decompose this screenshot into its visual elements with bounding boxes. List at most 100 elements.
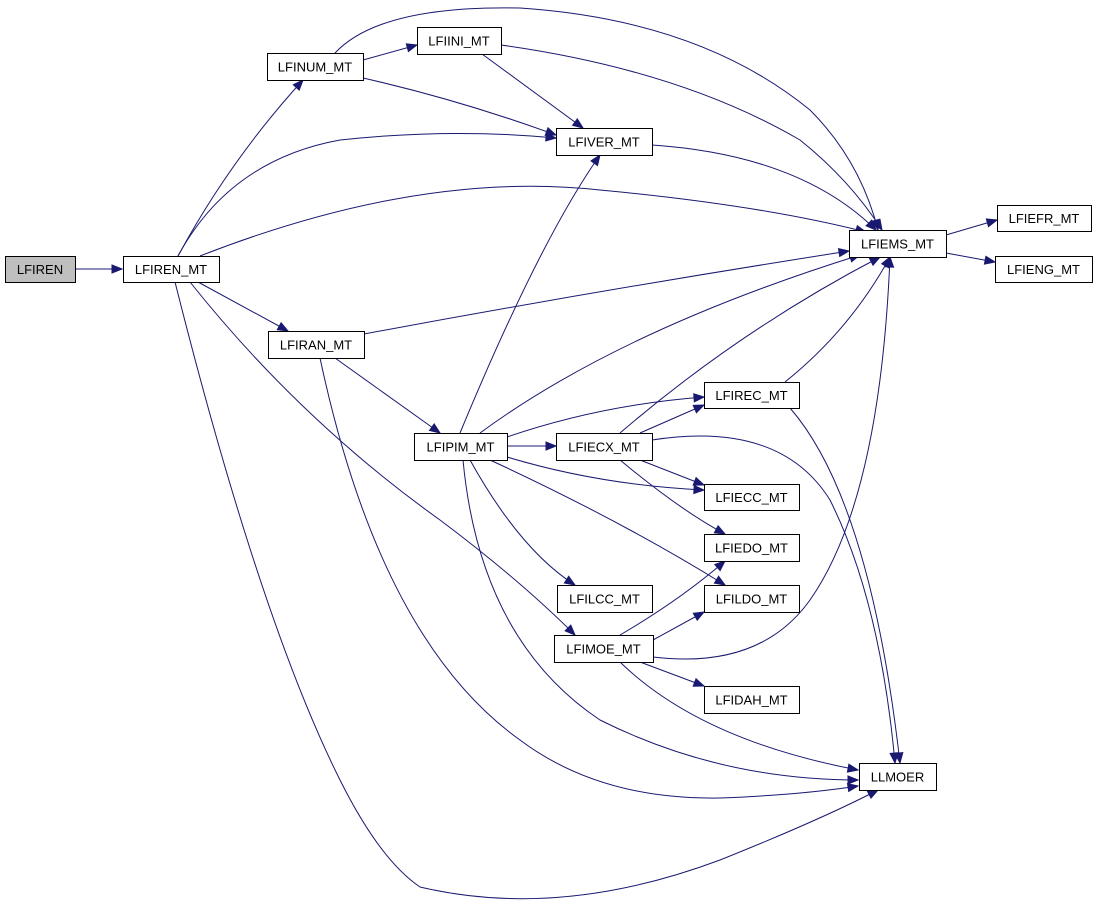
node-label: LFIENG_MT [1007,262,1080,277]
node-box[interactable] [556,128,653,156]
edge-lfiran_mt-to-lfipim_mt [334,357,442,434]
node-box[interactable] [704,686,800,714]
node-lfiren[interactable]: LFIREN [5,256,76,283]
edge-line [619,256,881,434]
edge-arrowhead [837,247,851,258]
edge-lfipim_mt-to-lfiecc_mt [506,456,706,495]
node-label: LFILDO_MT [716,592,788,607]
node-box[interactable] [414,433,508,461]
edge-arrowhead [872,218,883,232]
edge-arrowhead [405,43,419,53]
node-label: LFIMOE_MT [566,642,640,657]
edge-line [619,661,859,771]
node-box[interactable] [554,635,654,663]
node-lfirec-mt[interactable]: LFIREC_MT [704,382,800,409]
node-box[interactable] [849,230,947,258]
nodes-layer: LFIREN LFIREN_MT LFINUM_MT LFIINI_MT LFIVER_… [5,27,1093,791]
edge-lfiecx_mt-to-lfirec_mt [639,404,706,434]
edges-layer [75,7,999,900]
node-label: LFIINI_MT [428,34,489,49]
edge-lfirec_mt-to-lfiems_mt [784,255,891,383]
node-label: LFIEFR_MT [1009,211,1080,226]
edge-line [469,459,576,586]
edge-lfiren-to-lfiren_mt [75,264,124,274]
edge-arrowhead [866,789,880,799]
node-box[interactable] [997,205,1092,232]
node-box[interactable] [417,27,502,55]
node-lfieng-mt[interactable]: LFIENG_MT [995,256,1093,283]
node-lfiini-mt[interactable]: LFIINI_MT [417,27,502,55]
edge-line [784,256,891,383]
edge-arrowhead [571,118,585,129]
edge-lfimoe_mt-to-lfidah_mt [639,661,706,687]
edge-line [506,396,705,438]
node-lfiver-mt[interactable]: LFIVER_MT [556,128,653,156]
edge-arrowhead [713,524,727,535]
node-box[interactable] [995,256,1093,283]
edge-lfimoe_mt-to-lfiedo_mt [619,560,727,636]
edge-arrowhead [563,575,577,586]
edge-line [362,77,557,136]
edge-lfirec_mt-to-llmoer [789,407,904,765]
edge-lfipim_mt-to-lfiver_mt [459,153,601,434]
edge-line [652,256,891,660]
node-label: LFIECX_MT [568,440,640,455]
edge-arrowhead [692,476,706,486]
node-box[interactable] [267,53,364,81]
edge-arrowhead [590,153,601,167]
node-lfiedo-mt[interactable]: LFIEDO_MT [704,534,800,562]
node-box[interactable] [859,763,937,791]
edge-lfimoe_mt-to-llmoer [619,661,860,773]
node-box[interactable] [123,256,220,283]
node-box[interactable] [556,433,653,461]
edge-arrowhead [713,575,727,586]
edge-line [459,154,601,434]
node-label: LFIECC_MT [715,490,787,505]
edge-line [619,560,726,636]
edge-arrowhead [713,560,727,572]
node-lfidah-mt[interactable]: LFIDAH_MT [704,686,800,714]
edge-arrowhead [985,218,999,228]
edge-line [500,44,883,231]
edge-line [174,281,879,900]
node-lfinum-mt[interactable]: LFINUM_MT [267,53,364,81]
node-label: LFIEDO_MT [715,541,788,556]
edge-line [319,357,859,799]
node-box[interactable] [557,585,653,613]
node-lfiecx-mt[interactable]: LFIECX_MT [556,433,653,461]
node-lfiems-mt[interactable]: LFIEMS_MT [849,230,947,258]
node-box[interactable] [704,534,800,562]
edge-lfipim_mt-to-lfiems_mt [479,253,862,434]
node-lfildo-mt[interactable]: LFILDO_MT [704,585,800,613]
node-box[interactable] [268,331,365,359]
edge-lfipim_mt-to-lfildo_mt [489,459,727,586]
edge-arrowhead [846,782,860,793]
edge-lfiren_mt-to-lfiems_mt [199,185,868,257]
edge-arrowhead [865,219,877,231]
edge-arrowhead [564,624,576,636]
edge-lfiren_mt-to-lfiran_mt [197,281,290,332]
node-box[interactable] [704,585,800,613]
edge-line [462,459,859,781]
node-lfilcc-mt[interactable]: LFILCC_MT [557,585,653,613]
node-llmoer[interactable]: LLMOER [859,763,937,791]
edge-lfiini_mt-to-lfiver_mt [481,53,585,129]
node-lfiran-mt[interactable]: LFIRAN_MT [268,331,365,359]
edge-arrowhead [692,404,706,414]
edge-lfinum_mt-to-lfiems_mt [334,7,880,232]
node-lfimoe-mt[interactable]: LFIMOE_MT [554,635,654,663]
edge-arrowhead [884,255,895,268]
edge-lfiren_mt-to-lfinum_mt [177,79,304,257]
node-box[interactable] [704,484,800,511]
node-lfiecc-mt[interactable]: LFIECC_MT [704,484,800,511]
edge-arrowhead [544,126,558,136]
node-box[interactable] [704,382,800,409]
edge-line [197,281,289,332]
edge-line [481,53,584,129]
edge-lfiren_mt-to-lfiver_mt [177,132,558,257]
edge-line [363,250,850,335]
node-lfiren-mt[interactable]: LFIREN_MT [123,256,220,283]
node-box[interactable] [5,256,76,283]
node-lfiefr-mt[interactable]: LFIEFR_MT [997,205,1092,232]
node-lfipim-mt[interactable]: LFIPIM_MT [414,433,508,461]
